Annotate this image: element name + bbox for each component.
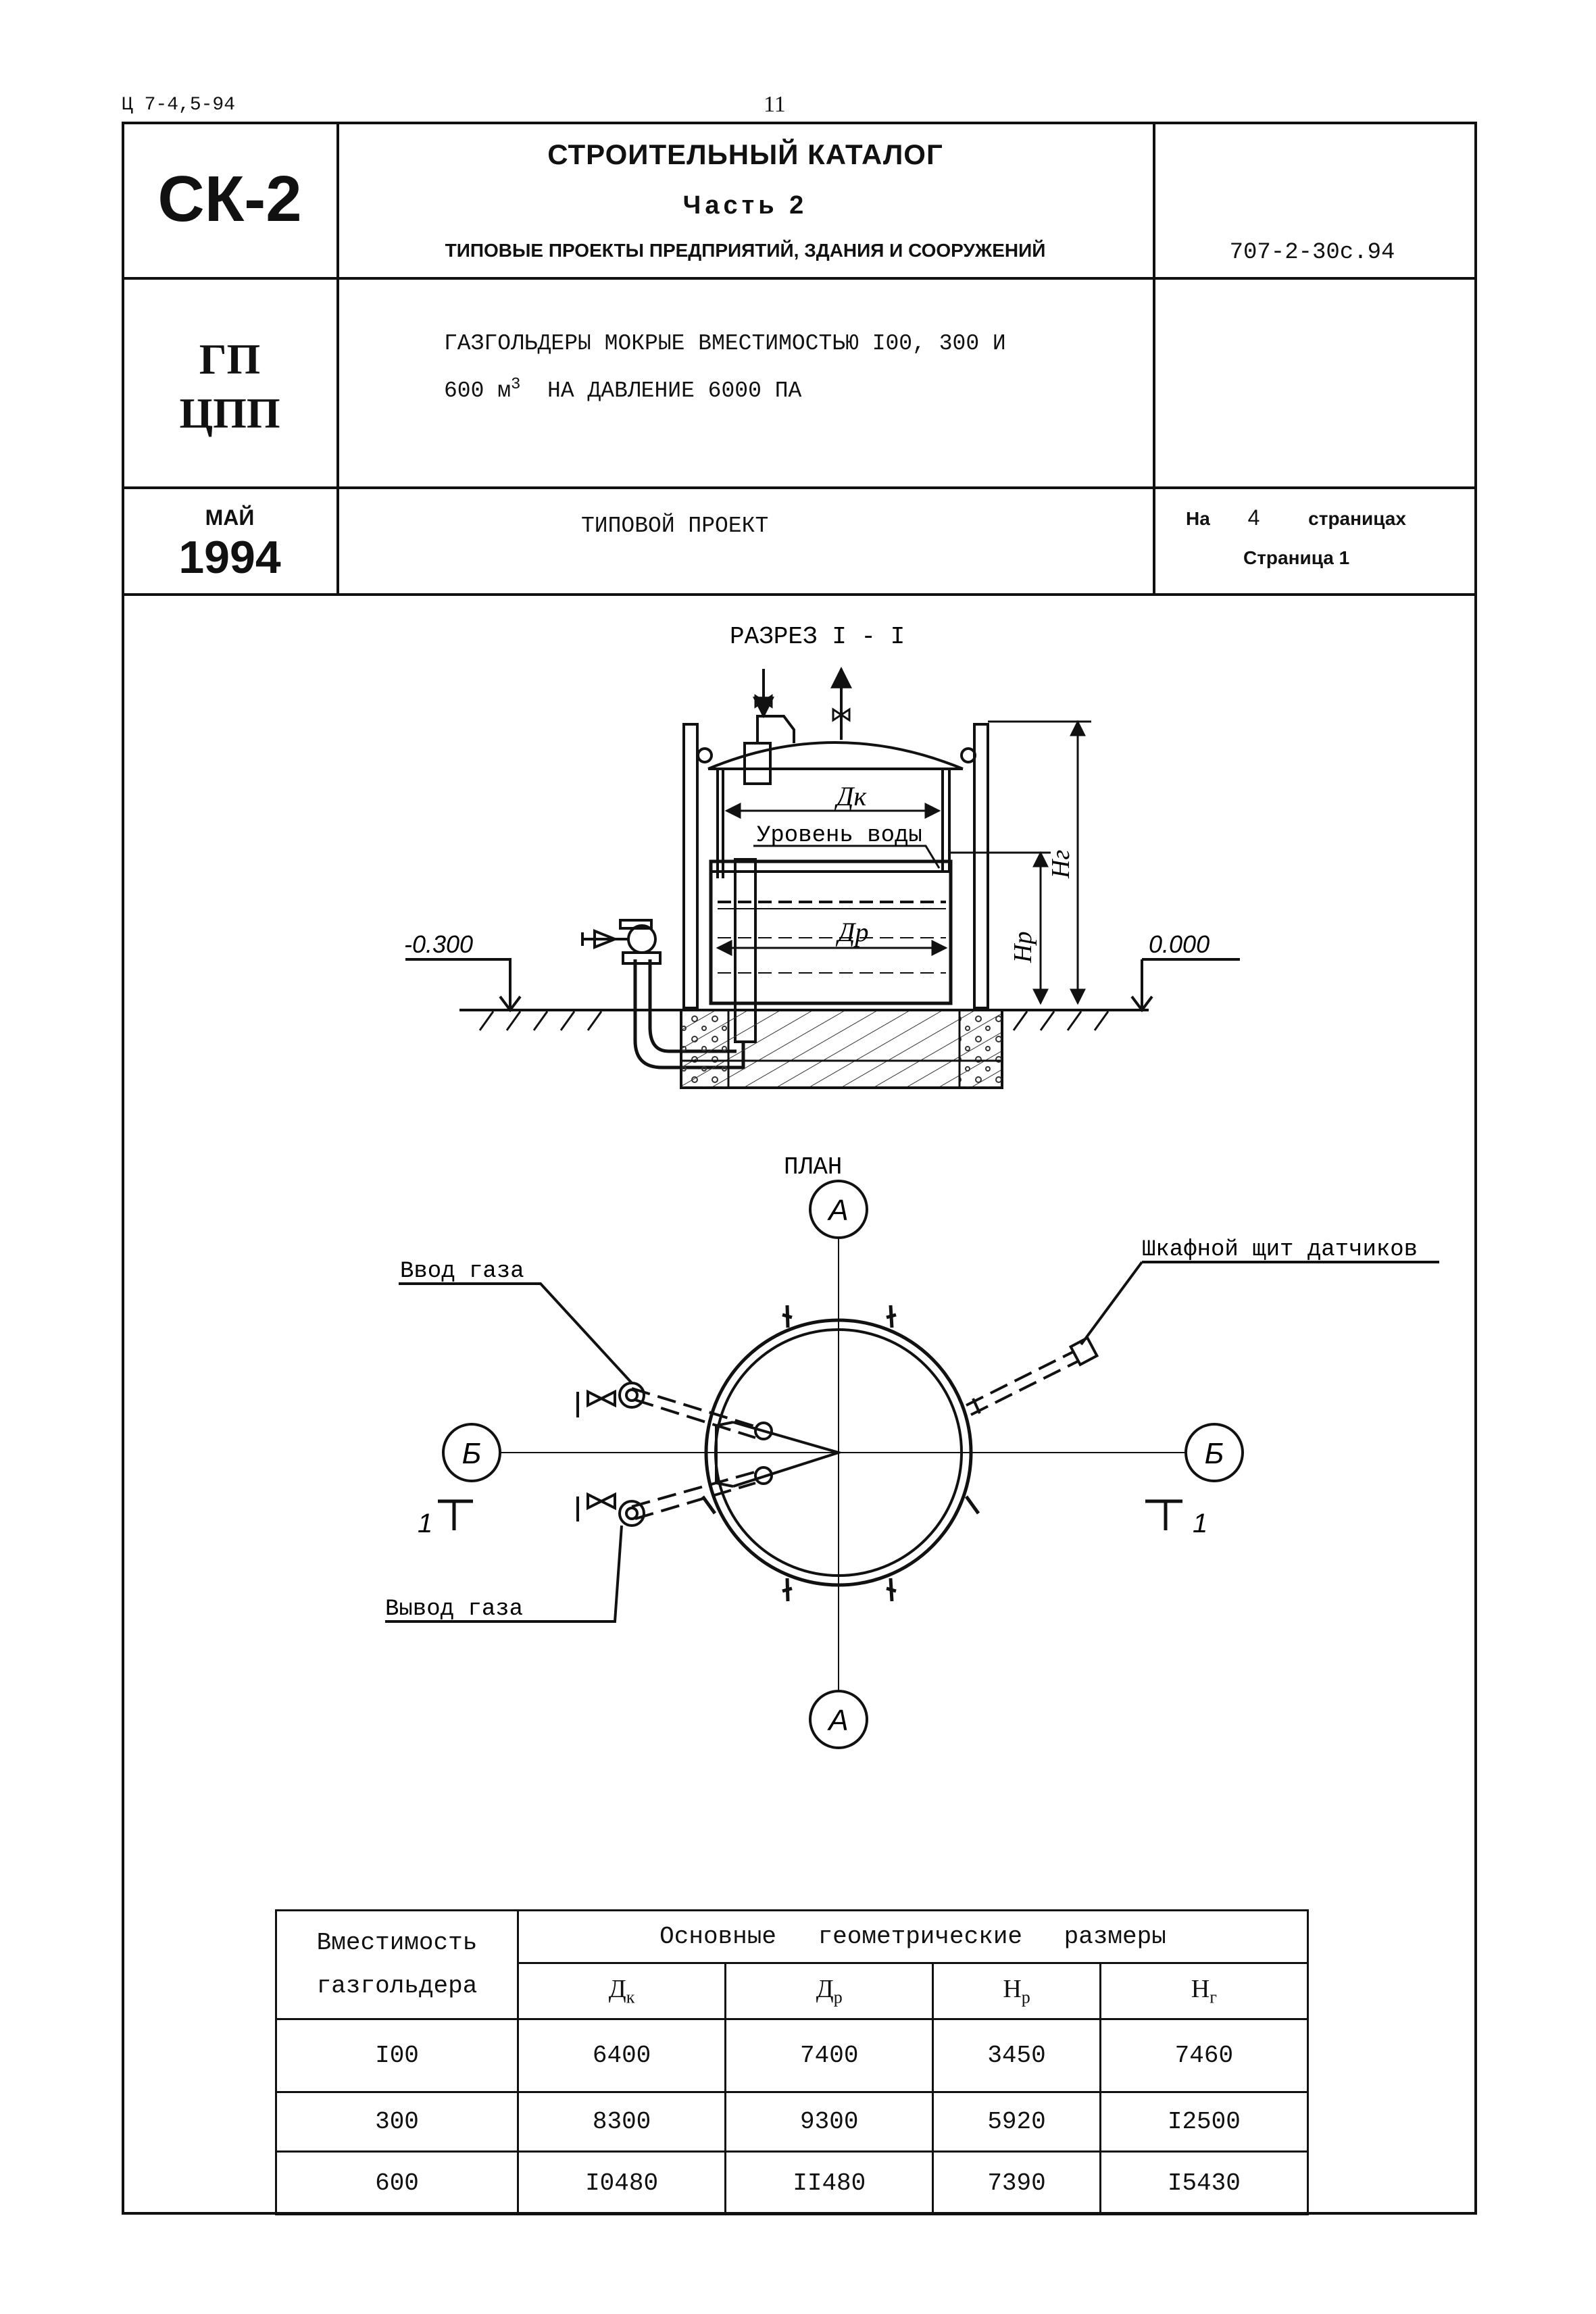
cut-mark-right: 1: [1193, 1509, 1207, 1538]
pages-count: 4: [1247, 505, 1260, 530]
left-guide-column: [682, 723, 699, 1009]
table-row: 600 I0480 II480 7390 I5430: [275, 2150, 1310, 2215]
current-page-label: Страница 1: [1243, 547, 1350, 568]
dimension-hr-label: Нр: [1009, 932, 1037, 963]
catalog-subtitle: ТИПОВЫЕ ПРОЕКТЫ ПРЕДПРИЯТИЙ, ЗДАНИЯ И СО…: [445, 240, 1046, 261]
table-row: I00 6400 7400 3450 7460: [275, 2018, 1310, 2093]
axis-label-a-top: А: [826, 1194, 848, 1227]
header-divider: [122, 593, 1474, 596]
section-title: РАЗРЕЗ I - I: [730, 623, 905, 651]
table-subheader-row: Дк Др Нр Нг: [276, 1962, 1310, 2020]
gas-outlet-label: Вывод газа: [385, 1596, 523, 1622]
capacity-header-line-2: газгольдера: [316, 1972, 478, 2000]
description-pressure: НА ДАВЛЕНИЕ 6000 ПА: [547, 378, 802, 403]
sensor-panel-label: Шкафной щит датчиков: [1142, 1237, 1418, 1263]
document-code: Ц 7-4,5-94: [122, 95, 236, 116]
dimension-hg-label: Нг: [1047, 850, 1075, 879]
row-dk: 6400: [516, 2018, 727, 2093]
description-capacity: 600 м: [444, 378, 512, 403]
subheader-dr: Др: [724, 1962, 934, 2020]
right-guide-column: [973, 723, 989, 1009]
axis-label-b-right: Б: [1205, 1437, 1224, 1470]
page-number: 11: [764, 92, 786, 117]
catalog-part: Часть 2: [682, 191, 808, 220]
cut-mark-left: 1: [418, 1509, 432, 1538]
foundation: [680, 1009, 1003, 1089]
row-dr: 7400: [724, 2018, 934, 2093]
capacity-header-line-1: Вместимость: [316, 1929, 478, 1957]
row-dk: I0480: [516, 2150, 727, 2215]
plan-view: [385, 1180, 1439, 1749]
water-tank: [709, 859, 953, 1005]
dimension-dk-label: Дк: [834, 781, 866, 811]
organization-line-2: ЦПП: [179, 389, 280, 437]
row-hg: I5430: [1099, 2150, 1310, 2215]
dimensions-table: Вместимость газгольдера Основные геометр…: [275, 1909, 1310, 2215]
axis-marker-b-left: [442, 1423, 501, 1482]
subheader-hg: Нг: [1099, 1962, 1310, 2020]
capacity-header: Вместимость газгольдера: [275, 1909, 519, 2020]
bell-dome: [707, 741, 964, 770]
dimension-dr-label: Др: [835, 917, 868, 947]
elevation-right: 0.000: [1149, 930, 1210, 958]
row-dk: 8300: [516, 2091, 727, 2153]
subheader-hr: Нр: [932, 1962, 1101, 2020]
organization-line-1: ГП: [199, 335, 261, 383]
axis-label-b-left: Б: [462, 1437, 482, 1470]
header-divider: [1153, 122, 1155, 595]
gas-pipe: [633, 959, 745, 1070]
axis-marker-a-bottom: [809, 1690, 868, 1749]
row-hr: 7390: [932, 2150, 1101, 2215]
pages-info: На 4 страницах: [1186, 505, 1406, 530]
row-capacity: 600: [275, 2150, 519, 2215]
table-header-row: Вместимость газгольдера Основные геометр…: [275, 1909, 1309, 2020]
row-hr: 5920: [932, 2091, 1101, 2153]
row-dr: 9300: [724, 2091, 934, 2153]
header-divider: [122, 486, 1474, 489]
table-row: 300 8300 9300 5920 I2500: [275, 2091, 1310, 2153]
tank-outer-ring: [704, 1318, 973, 1587]
project-description-line-2: 600 м3 НА ДАВЛЕНИЕ 6000 ПА: [444, 376, 801, 403]
release-month: МАЙ: [205, 505, 255, 530]
document-type: ТИПОВОЙ ПРОЕКТ: [581, 513, 769, 538]
water-level-label: Уровень воды: [757, 823, 922, 849]
row-hg: I2500: [1099, 2091, 1310, 2153]
header-divider: [122, 277, 1474, 280]
gas-inlet-label: Ввод газа: [400, 1259, 524, 1284]
axis-label-a-bottom: А: [826, 1704, 848, 1737]
series-code: СК-2: [157, 163, 302, 235]
row-dr: II480: [724, 2150, 934, 2215]
row-hg: 7460: [1099, 2018, 1310, 2093]
axis-marker-a-top: [809, 1180, 868, 1239]
row-capacity: I00: [275, 2018, 519, 2093]
subheader-dk: Дк: [516, 1962, 727, 2020]
gasholder-section: [405, 666, 1240, 1070]
row-hr: 3450: [932, 2018, 1101, 2093]
release-year: 1994: [178, 532, 281, 583]
description-unit-exponent: 3: [511, 376, 521, 394]
plan-title: ПЛАН: [784, 1153, 842, 1181]
project-number: 707-2-30с.94: [1229, 240, 1395, 266]
row-capacity: 300: [275, 2091, 519, 2153]
geometry-group-header: Основные геометрические размеры: [517, 1909, 1309, 1964]
header-divider: [336, 122, 339, 595]
pages-suffix: страницах: [1308, 508, 1406, 529]
axis-marker-b-right: [1184, 1423, 1244, 1482]
catalog-title: СТРОИТЕЛЬНЫЙ КАТАЛОГ: [547, 139, 943, 170]
project-description-line-1: ГАЗГОЛЬДЕРЫ МОКРЫЕ ВМЕСТИМОСТЬЮ I00, 300…: [444, 331, 1006, 356]
elevation-left: -0.300: [404, 930, 473, 958]
pages-prefix: На: [1186, 508, 1210, 529]
